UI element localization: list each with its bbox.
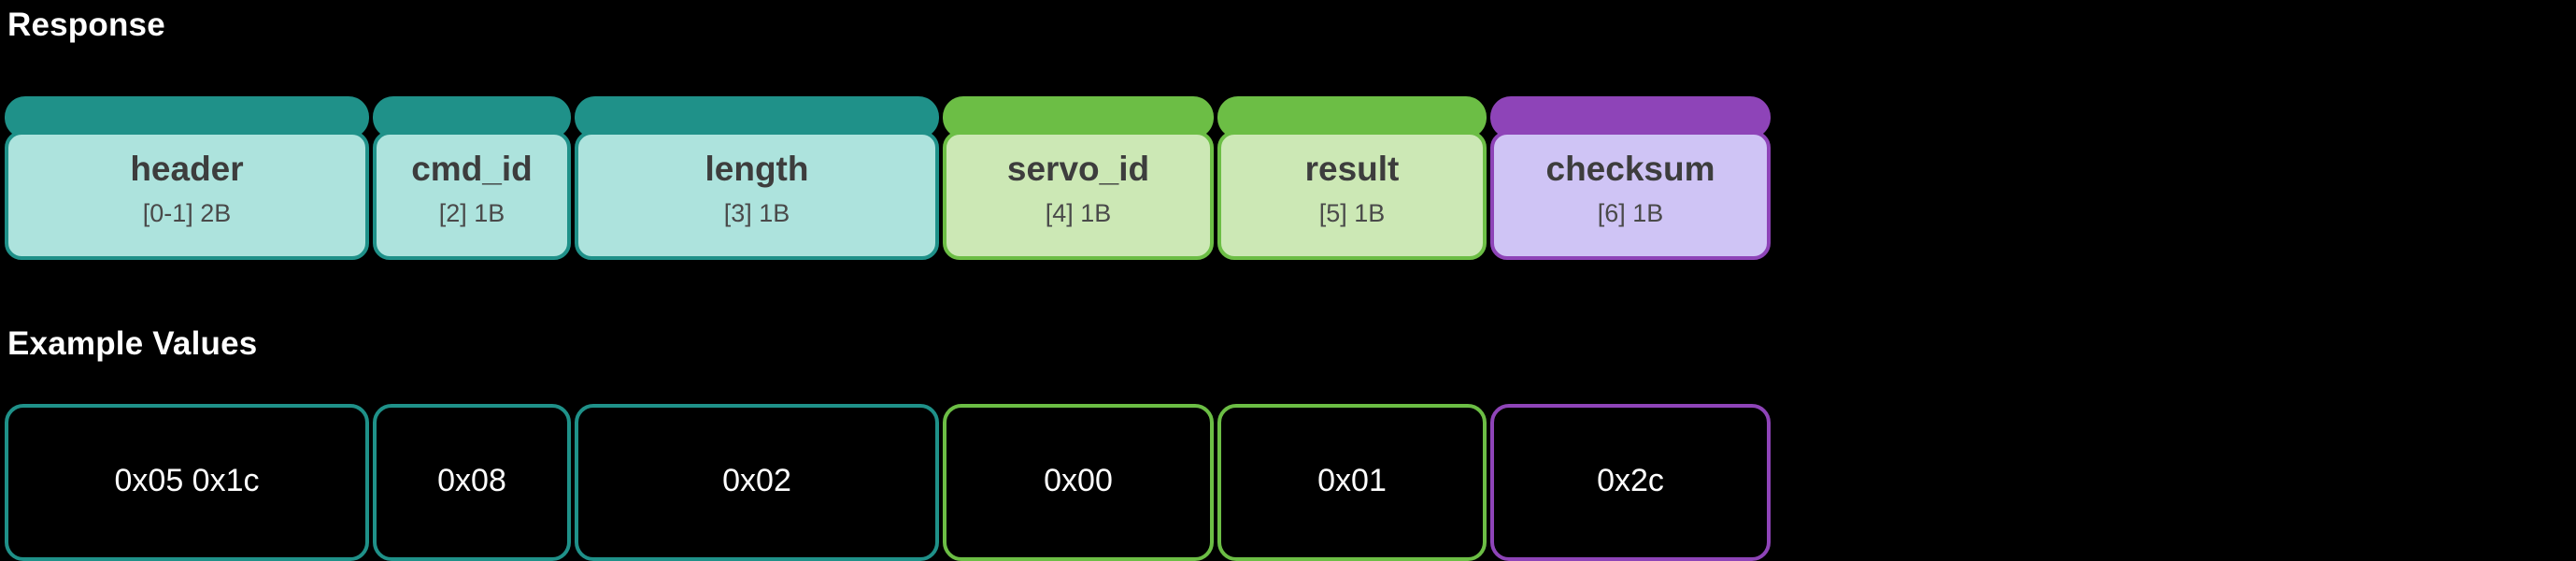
field-name-label: checksum	[1545, 150, 1715, 188]
example-value-text: 0x00	[1044, 463, 1113, 498]
example-values-section-title: Example Values	[7, 325, 258, 362]
field-box: servo_id [4] 1B	[943, 131, 1214, 260]
field-byte-range-label: [4] 1B	[1045, 198, 1112, 227]
field-name-label: servo_id	[1006, 150, 1150, 188]
field-box: checksum [6] 1B	[1490, 131, 1771, 260]
protocol-field-cmd-id: cmd_id [2] 1B	[373, 92, 571, 307]
example-value-servo-id: 0x00	[943, 404, 1214, 561]
example-value-cmd-id: 0x08	[373, 404, 571, 561]
protocol-field-length: length [3] 1B	[575, 92, 939, 307]
example-value-text: 0x01	[1317, 463, 1387, 498]
protocol-field-header: header [0-1] 2B	[5, 92, 369, 307]
example-value-result: 0x01	[1217, 404, 1487, 561]
field-name-label: length	[704, 150, 809, 188]
protocol-section-title: Response	[7, 7, 165, 43]
example-value-length: 0x02	[575, 404, 939, 561]
field-byte-range-label: [5] 1B	[1318, 198, 1386, 227]
example-value-checksum: 0x2c	[1490, 404, 1771, 561]
field-name-label: cmd_id	[411, 150, 533, 188]
field-box: header [0-1] 2B	[5, 131, 369, 260]
field-byte-range-label: [2] 1B	[438, 198, 505, 227]
field-box: length [3] 1B	[575, 131, 939, 260]
protocol-field-servo-id: servo_id [4] 1B	[943, 92, 1214, 307]
protocol-field-result: result [5] 1B	[1217, 92, 1487, 307]
field-name-label: header	[130, 150, 244, 188]
example-value-text: 0x2c	[1597, 463, 1664, 498]
protocol-field-checksum: checksum [6] 1B	[1490, 92, 1771, 307]
field-box: cmd_id [2] 1B	[373, 131, 571, 260]
example-value-text: 0x02	[722, 463, 791, 498]
example-value-text: 0x05 0x1c	[114, 463, 260, 498]
example-value-text: 0x08	[437, 463, 506, 498]
example-value-header: 0x05 0x1c	[5, 404, 369, 561]
field-box: result [5] 1B	[1217, 131, 1487, 260]
field-name-label: result	[1304, 150, 1400, 188]
field-byte-range-label: [6] 1B	[1597, 198, 1664, 227]
field-byte-range-label: [3] 1B	[723, 198, 790, 227]
field-byte-range-label: [0-1] 2B	[142, 198, 232, 227]
